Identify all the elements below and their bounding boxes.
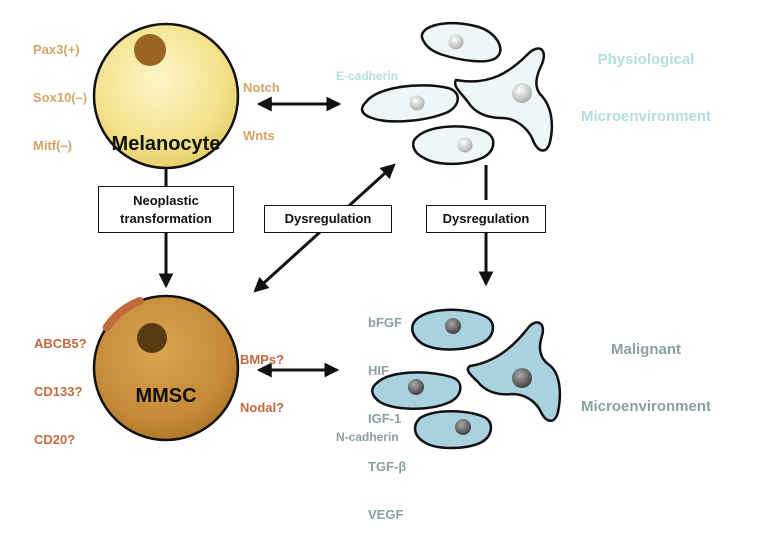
mmsc-label: MMSC [135, 385, 197, 407]
physiological-title: Physiological Microenvironment [566, 12, 726, 164]
physiological-title-line1: Physiological [597, 51, 695, 68]
malignant-title-line2: Microenvironment [580, 398, 712, 415]
melanocyte-signals: Notch Wnts [243, 48, 280, 176]
mmsc-signal: BMPs? [240, 352, 285, 367]
melanocyte-sc-label-line1: Melanocyte [111, 133, 221, 155]
neoplastic-transformation-box: Neoplastic transformation [98, 186, 234, 233]
n-cadherin-label: N-cadherin [336, 430, 399, 444]
mmsc-markers: ABCB5? CD133? CD20? [34, 304, 87, 480]
malignant-title: Malignant Microenvironment [566, 302, 726, 454]
melanocyte-sc-label: Melanocyte SC [94, 84, 238, 276]
malignant-factor: bFGF [368, 315, 402, 330]
melanocyte-signal: Notch [243, 80, 280, 95]
mmsc-signals: BMPs? Nodal? [240, 320, 284, 448]
melanocyte-sc-cell [92, 22, 240, 170]
malignant-factor: TGF-β [368, 459, 407, 474]
arrows [158, 96, 494, 378]
melanocyte-marker: Sox10(–) [33, 90, 88, 105]
malignant-factor: VEGF [368, 507, 404, 522]
dysregulation-box-left: Dysregulation [264, 205, 392, 233]
physiological-title-line2: Microenvironment [580, 108, 712, 125]
melanocyte-markers: Pax3(+) Sox10(–) Mitf(–) [33, 10, 87, 186]
e-cadherin-label: E-cadherin [336, 69, 399, 83]
malignant-nuclei [408, 318, 532, 435]
mmsc-marker: ABCB5? [34, 336, 87, 351]
marker-arc [102, 297, 144, 332]
neoplastic-box-line2: transformation [120, 210, 212, 226]
mmsc-marker: CD20? [34, 432, 76, 447]
malignant-factor: IGF-1 [368, 411, 402, 426]
mmsc-marker: CD133? [34, 384, 83, 399]
malignant-factors: bFGF HIF IGF-1 TGF-β VEGF [368, 283, 406, 555]
mmsc-signal: Nodal? [240, 400, 285, 415]
mmsc-cell [92, 294, 240, 442]
malignant-title-line1: Malignant [611, 341, 681, 358]
malignant-factor: HIF [368, 363, 389, 378]
melanocyte-marker: Mitf(–) [33, 138, 72, 153]
diagram-graphics [92, 21, 562, 450]
melanocyte-marker: Pax3(+) [33, 42, 80, 57]
diagram: Pax3(+) Sox10(–) Mitf(–) Notch Wnts Mela… [33, 10, 726, 522]
neoplastic-box-line1: Neoplastic [133, 192, 199, 208]
physiological-nuclei [409, 34, 532, 153]
melanocyte-signal: Wnts [243, 128, 275, 143]
dysregulation-box-right: Dysregulation [426, 205, 546, 233]
